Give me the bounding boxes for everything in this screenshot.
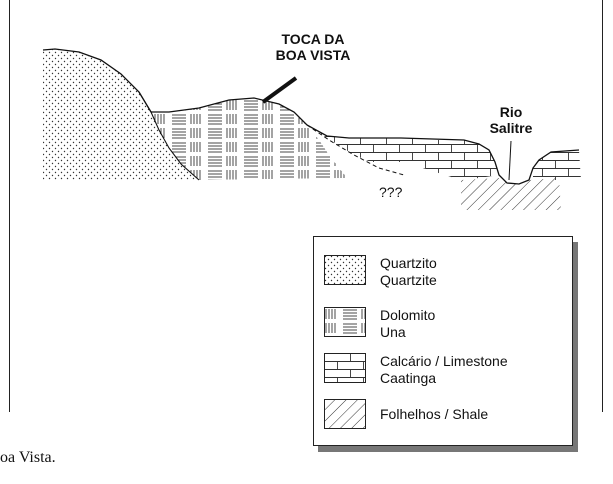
- legend-box: Quartzito Quartzite Dolomito Una Calcári…: [313, 236, 573, 446]
- cave-label-line1: TOCA DA: [282, 31, 345, 47]
- legend-label: Folhelhos / Shale: [380, 406, 489, 422]
- quartzite-unit: [43, 49, 199, 180]
- unknown-geology-label: ???: [379, 184, 403, 200]
- dolomite-pattern-swatch: [324, 307, 366, 337]
- legend-sublabel: Caatinga: [380, 370, 437, 386]
- limestone-pattern-swatch: [324, 353, 366, 383]
- ground-surface-line: [42, 48, 580, 185]
- quartzite-contact-line: [138, 91, 200, 181]
- limestone-unit-right: [533, 150, 581, 180]
- cave-leader-line: [261, 76, 298, 104]
- river-label-line2: Salitre: [490, 120, 533, 136]
- legend-label: Calcário / Limestone: [380, 353, 508, 369]
- shale-unit: [461, 178, 561, 210]
- legend-label: Quartzito: [380, 255, 437, 271]
- legend-sublabel: Quartzite: [380, 272, 437, 288]
- limestone-unit: [307, 125, 499, 180]
- river-label-line1: Rio: [500, 104, 523, 120]
- legend-label: Dolomito: [380, 307, 436, 323]
- river-leader-line: [508, 140, 512, 181]
- figure-caption: oa Vista.: [0, 449, 56, 466]
- legend-sublabel: Una: [380, 324, 406, 340]
- shale-pattern-swatch: [324, 399, 366, 429]
- dolomite-unit: [151, 98, 347, 180]
- quartzite-pattern-swatch: [324, 255, 366, 285]
- inferred-contact-line: [306, 124, 405, 176]
- geologic-cross-section: TOCA DA BOA VISTA Rio Salitre ???: [9, 0, 603, 412]
- cave-label-line2: BOA VISTA: [276, 47, 351, 63]
